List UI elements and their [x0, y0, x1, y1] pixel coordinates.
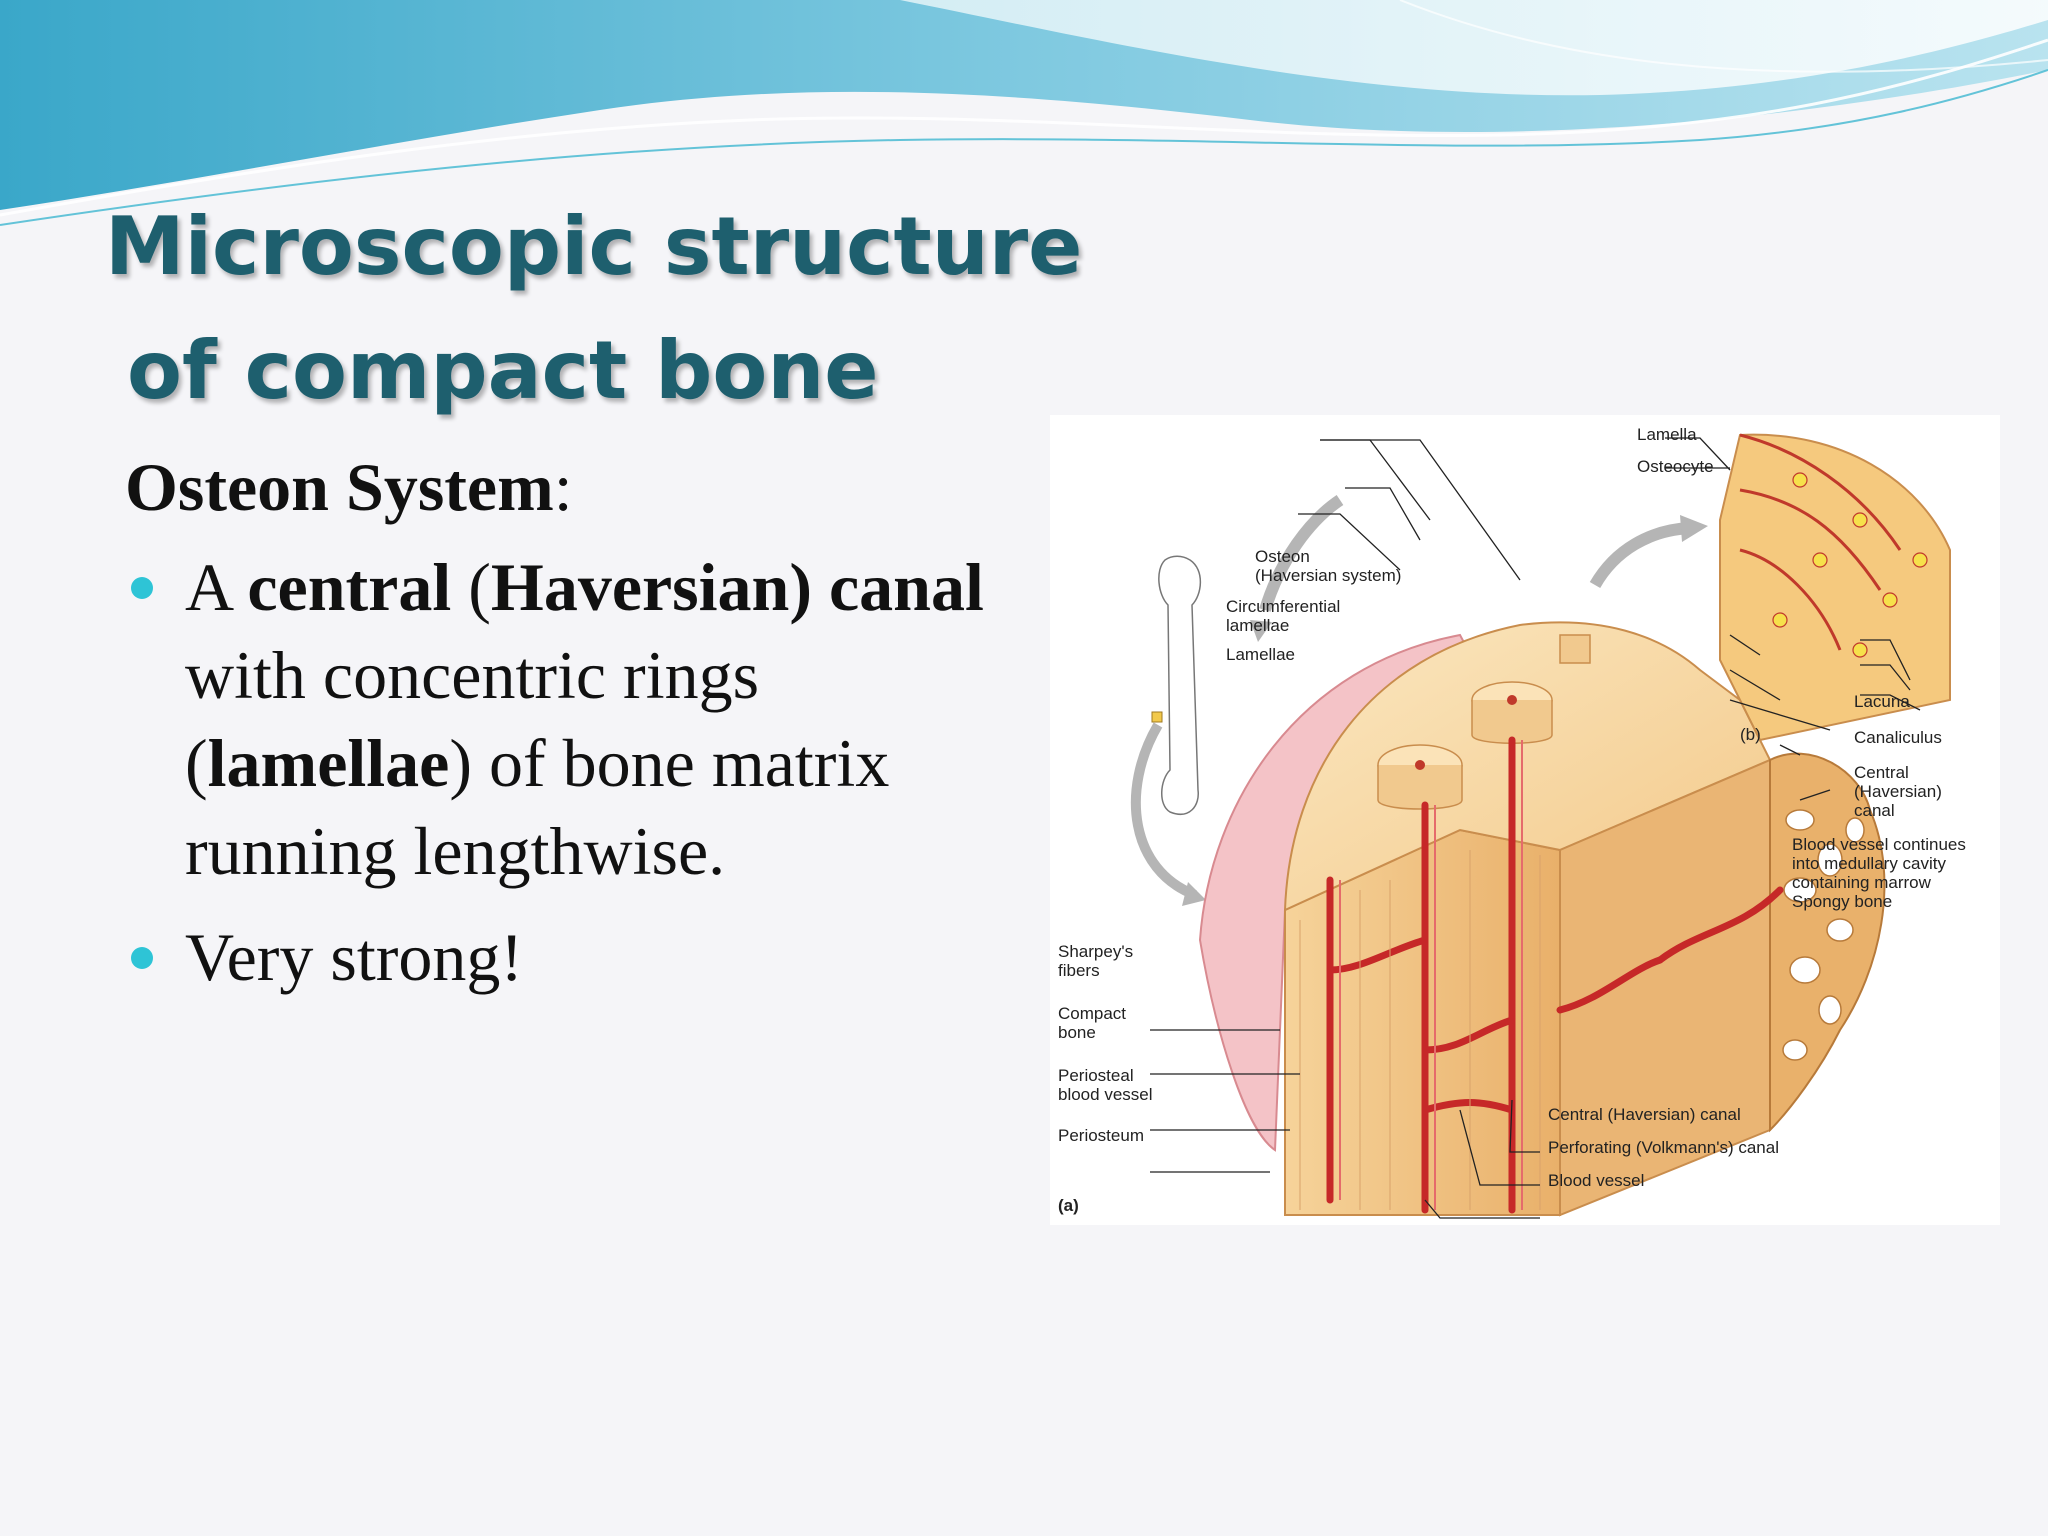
bullet-list: A central (Haversian) canal with concent…: [125, 543, 1025, 1001]
bullet-text: ) of bone matrix running lengthwise.: [185, 725, 890, 889]
label-compact-line2: bone: [1058, 1023, 1096, 1042]
label-perforating-canal: Perforating (Volkmann's) canal: [1548, 1138, 1779, 1157]
bullet-bold-text: Haversian): [490, 549, 812, 625]
subhead-colon: :: [553, 449, 573, 525]
label-spongy-bone: Spongy bone: [1792, 892, 1892, 911]
label-blood-vessel-continues-line2: into medullary cavity: [1792, 854, 1947, 873]
bullet-dot-icon: [131, 947, 153, 969]
bullet-text: with concentric rings (: [185, 637, 760, 801]
label-blood-vessel-continues-line3: containing marrow: [1792, 873, 1932, 892]
label-periosteal-bv-line2: blood vessel: [1058, 1085, 1153, 1104]
subhead-bold: Osteon System: [125, 449, 554, 525]
label-canaliculus: Canaliculus: [1854, 728, 1942, 747]
bullet-bold-text: lamellae: [207, 725, 450, 801]
bullet-text: A: [185, 549, 248, 625]
bullet-text: (: [451, 549, 491, 625]
label-panel-a: (a): [1058, 1196, 1079, 1215]
compact-bone-diagram: Lamella Osteocyte Osteon (Haversian syst…: [1050, 415, 2000, 1225]
label-periosteum: Periosteum: [1058, 1126, 1144, 1145]
bullet-bold-text: canal: [829, 549, 984, 625]
label-osteon-line1: Osteon: [1255, 547, 1310, 566]
label-central-line1: Central: [1854, 763, 1909, 782]
label-lamella: Lamella: [1637, 425, 1697, 444]
label-osteocyte: Osteocyte: [1637, 457, 1714, 476]
label-blood-vessel: Blood vessel: [1548, 1171, 1644, 1190]
slide-title: Microscopic structure of compact bone: [105, 185, 1105, 433]
label-lamellae: Lamellae: [1226, 645, 1295, 664]
long-bone-sketch: [1130, 555, 1206, 906]
label-compact-line1: Compact: [1058, 1004, 1126, 1023]
bullet-item-very-strong: Very strong!: [125, 913, 1025, 1001]
title-line-1: Microscopic structure: [105, 200, 1083, 293]
header-wave-decoration: [0, 0, 2048, 226]
diagram-labels: Lamella Osteocyte Osteon (Haversian syst…: [1058, 425, 1966, 1215]
label-central-line3: canal: [1854, 801, 1895, 820]
label-sharpeys-line1: Sharpey's: [1058, 942, 1133, 961]
bullet-text: Very strong!: [185, 919, 524, 995]
label-lacuna: Lacuna: [1854, 692, 1910, 711]
section-subhead: Osteon System:: [125, 445, 1025, 529]
bullet-dot-icon: [131, 577, 153, 599]
bullet-bold-text: central: [247, 549, 452, 625]
label-central-haversian-canal: Central (Haversian) canal: [1548, 1105, 1741, 1124]
leader-lines: [1150, 437, 1921, 1219]
magnified-osteon-wedge: [1250, 433, 1951, 742]
body-text: Osteon System: A central (Haversian) can…: [125, 445, 1025, 1019]
label-sharpeys-line2: fibers: [1058, 961, 1100, 980]
bone-wedge: [1198, 621, 1886, 1217]
label-circumferential-line1: Circumferential: [1226, 597, 1340, 616]
label-panel-b: (b): [1740, 725, 1761, 744]
bullet-item-central-canal: A central (Haversian) canal with concent…: [125, 543, 1025, 895]
label-central-line2: (Haversian): [1854, 782, 1942, 801]
label-osteon-line2: (Haversian system): [1255, 566, 1401, 585]
title-line-2: of compact bone: [127, 324, 879, 417]
label-periosteal-bv-line1: Periosteal: [1058, 1066, 1134, 1085]
label-circumferential-line2: lamellae: [1226, 616, 1289, 635]
bullet-text: [812, 549, 829, 625]
label-blood-vessel-continues-line1: Blood vessel continues: [1792, 835, 1966, 854]
